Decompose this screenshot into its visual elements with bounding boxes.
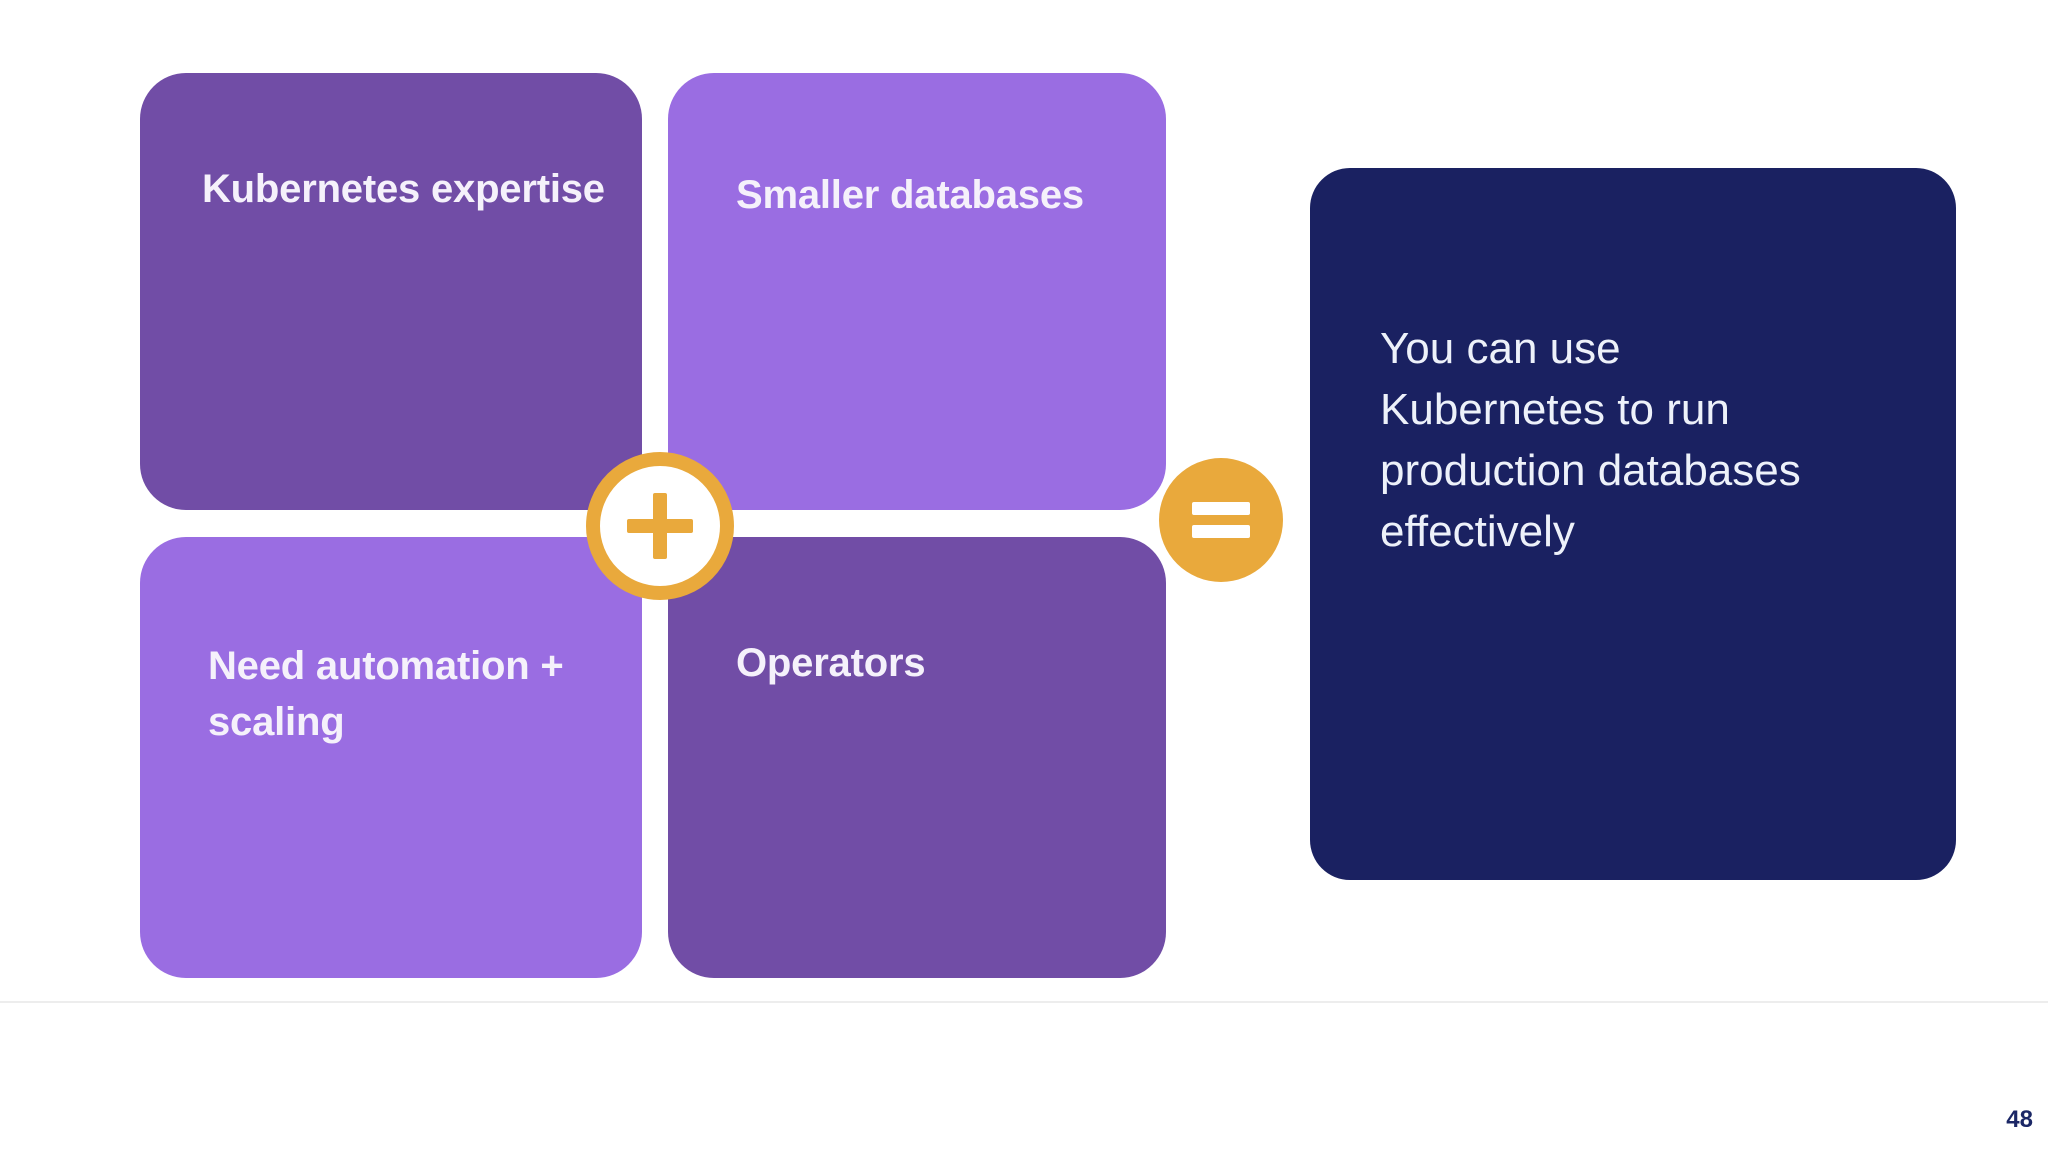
card-smaller-databases: Smaller databases [668, 73, 1166, 510]
card-label: Smaller databases [736, 173, 1084, 217]
card-label: Operators [736, 641, 926, 685]
plus-badge [586, 452, 734, 600]
card-label: Need automation + scaling [208, 644, 564, 744]
card-kubernetes-expertise: Kubernetes expertise [140, 73, 642, 510]
card-label: Kubernetes expertise [202, 167, 605, 211]
equals-icon [1192, 502, 1250, 538]
card-operators: Operators [668, 537, 1166, 978]
card-need-automation-scaling: Need automation + scaling [140, 537, 642, 978]
footer-divider [0, 1001, 2048, 1003]
equals-badge [1159, 458, 1283, 582]
plus-icon [627, 493, 693, 559]
page-number: 48 [2006, 1106, 2033, 1133]
result-panel: You can use Kubernetes to run production… [1310, 168, 1956, 880]
result-statement: You can use Kubernetes to run production… [1380, 324, 1801, 556]
